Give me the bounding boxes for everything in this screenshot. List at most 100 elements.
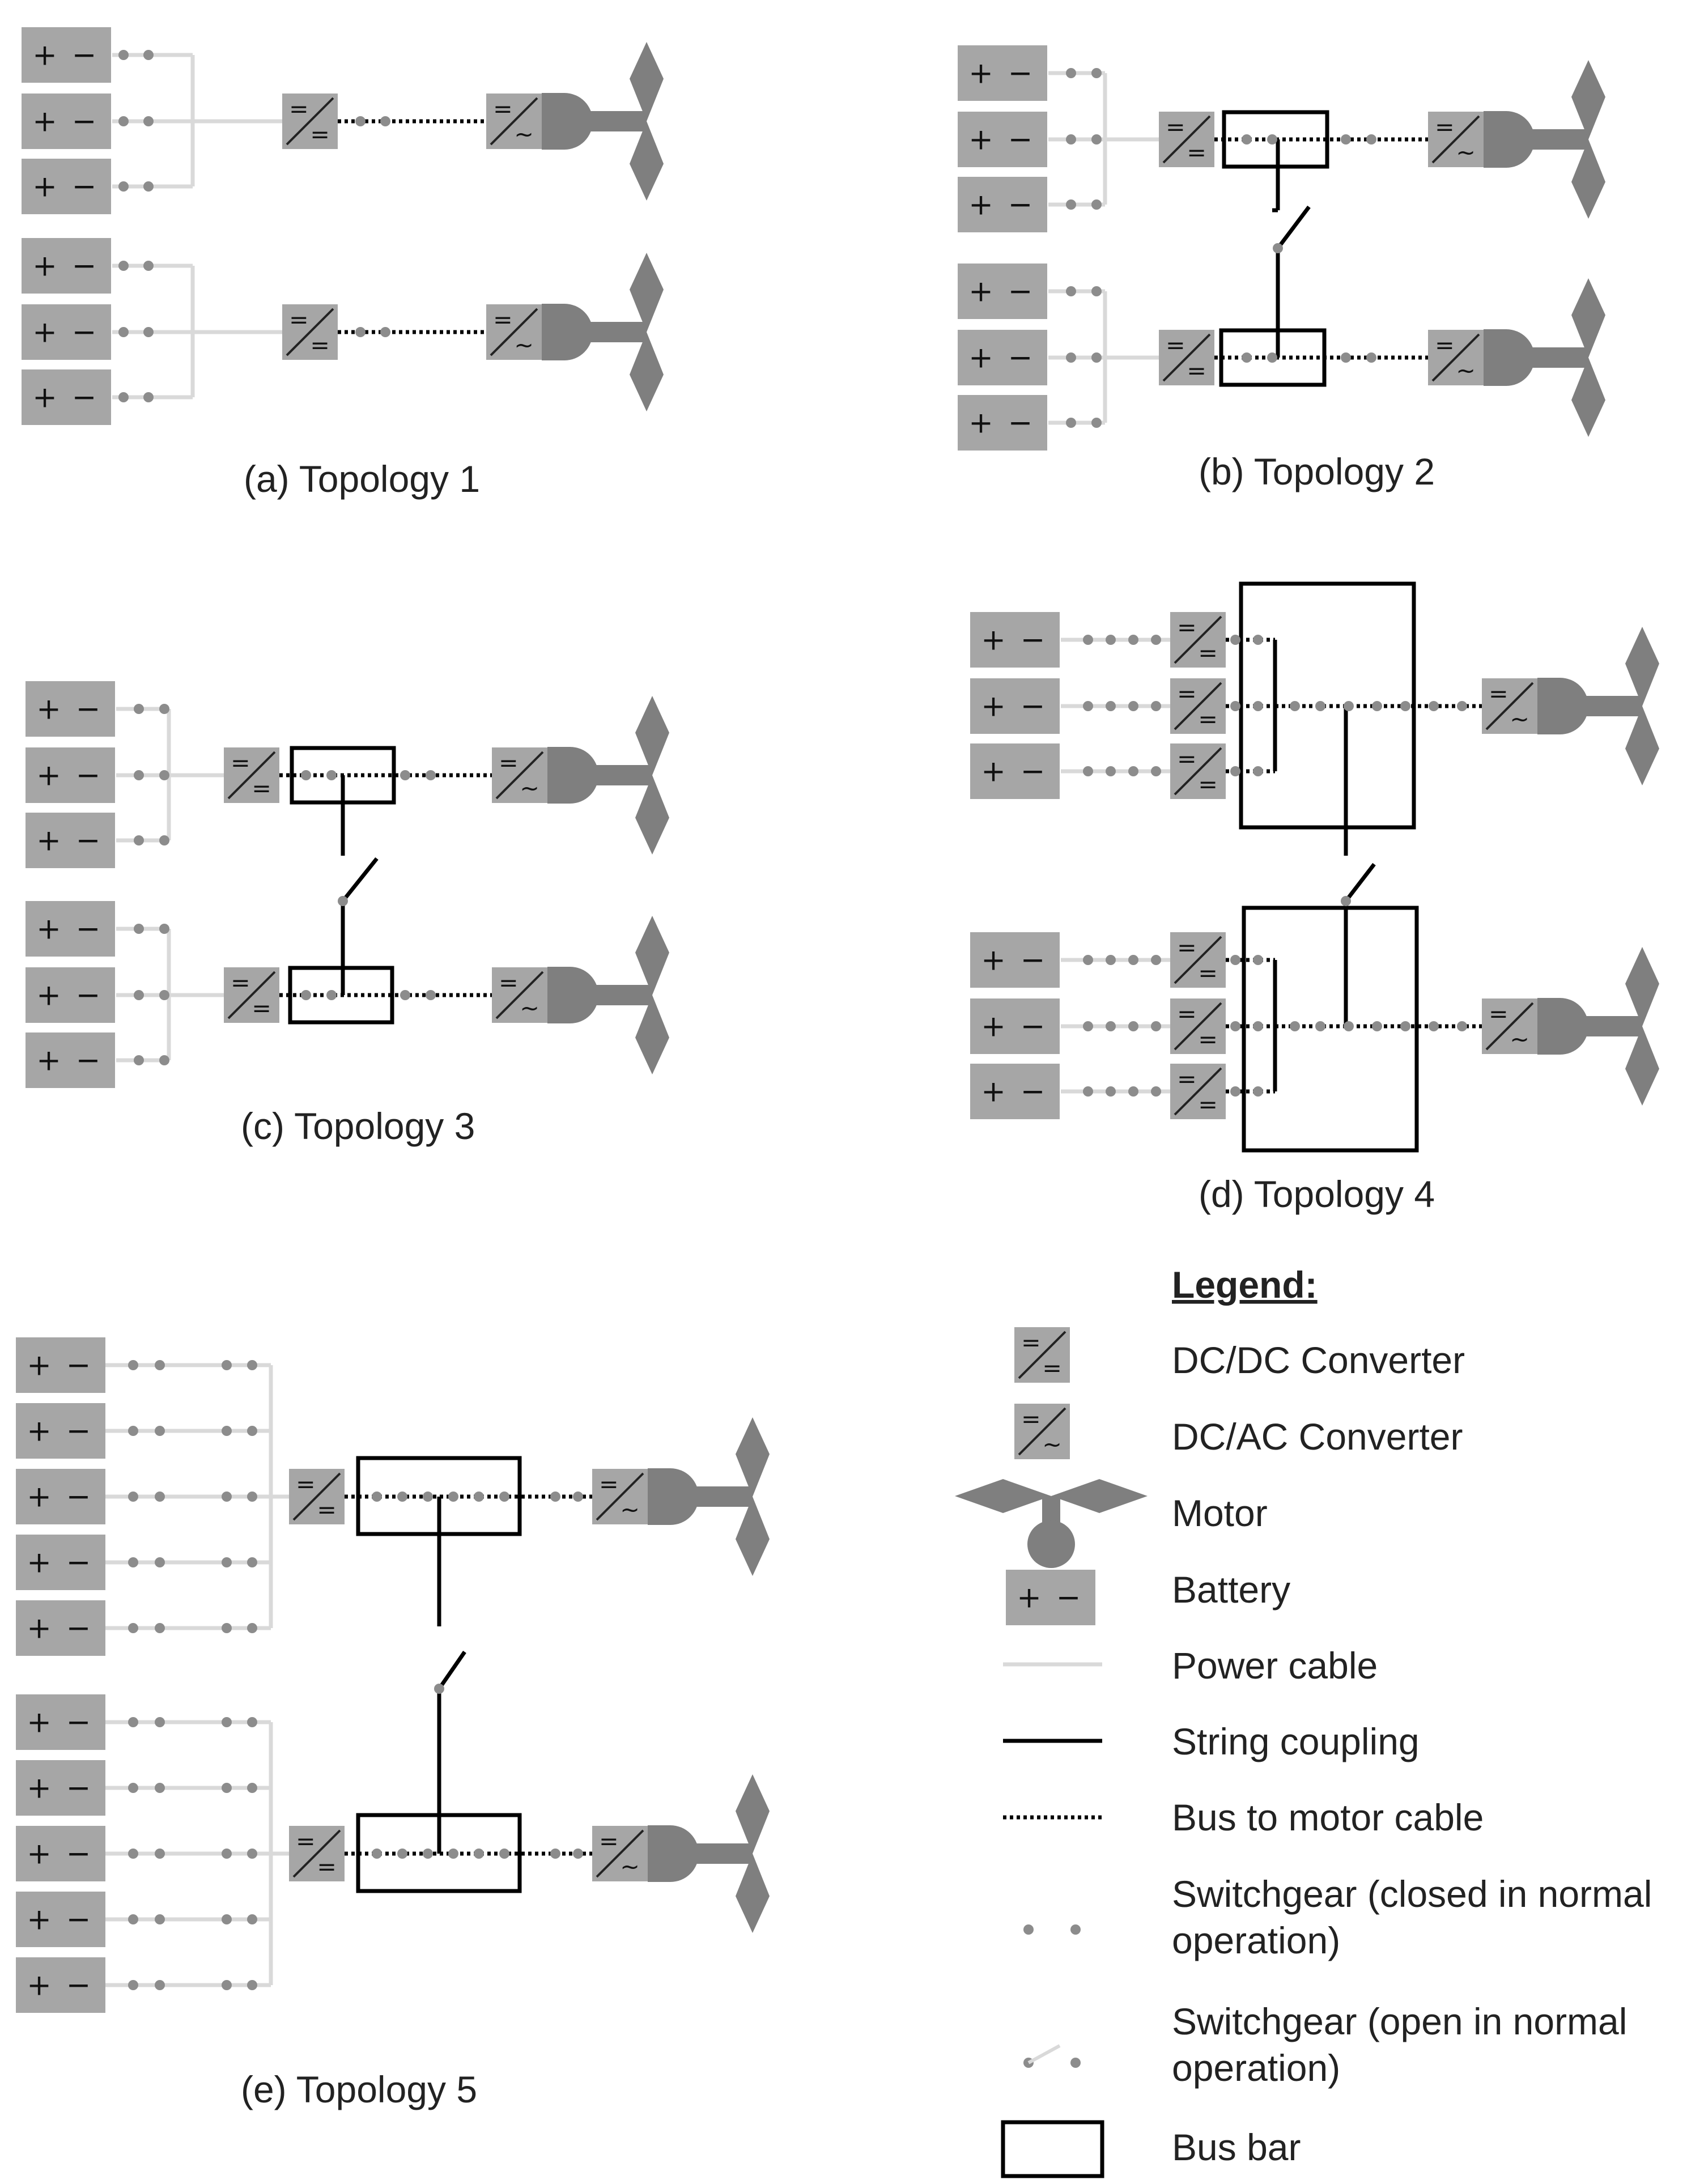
propeller-blade bbox=[1571, 358, 1605, 437]
battery-body bbox=[970, 1064, 1060, 1119]
switchgear-contact bbox=[1253, 955, 1263, 965]
switchgear-contact bbox=[155, 1557, 165, 1567]
battery-body bbox=[26, 747, 115, 803]
battery-minus-sign: − bbox=[1021, 623, 1046, 657]
component-layer: +−+−+−===~+−+−+−===~+−+−+−===~+−+−+−===~… bbox=[16, 27, 1659, 2178]
legend-label-power-cable: Power cable bbox=[1172, 1645, 1378, 1686]
battery-plus-sign: + bbox=[32, 105, 57, 139]
dc-symbol: = bbox=[252, 995, 271, 1022]
switchgear-contact bbox=[159, 704, 169, 714]
converter-diagonal bbox=[286, 97, 334, 146]
battery-plus-sign: + bbox=[27, 1903, 52, 1937]
converter-diagonal bbox=[495, 971, 544, 1019]
converter-diagonal bbox=[227, 971, 276, 1019]
battery-plus-sign: + bbox=[968, 275, 993, 309]
switchgear-contact bbox=[128, 1717, 138, 1727]
switchgear-contact bbox=[1366, 352, 1376, 363]
battery-minus-sign: − bbox=[76, 912, 101, 946]
switchgear-contact bbox=[448, 1849, 458, 1859]
propeller-blade bbox=[736, 1774, 770, 1854]
switchgear-contact bbox=[1400, 701, 1410, 711]
dc-symbol: = bbox=[296, 1828, 316, 1855]
propeller-blade bbox=[736, 1854, 770, 1933]
switchgear-contact bbox=[118, 392, 129, 402]
propeller-blade bbox=[635, 696, 669, 775]
battery-plus-sign: + bbox=[981, 1010, 1006, 1044]
battery-body bbox=[22, 238, 111, 294]
battery-plus-sign: + bbox=[32, 381, 57, 415]
switchgear-contact bbox=[1106, 955, 1116, 965]
battery-minus-sign: − bbox=[66, 1837, 91, 1871]
battery-body bbox=[970, 932, 1060, 988]
switchgear-contact bbox=[247, 1557, 257, 1567]
battery: +− bbox=[16, 1694, 105, 1750]
switchgear-contact bbox=[426, 770, 436, 780]
switchgear-contact bbox=[155, 1623, 165, 1633]
motor-propeller-left bbox=[955, 1479, 1051, 1513]
switchgear-contact bbox=[143, 261, 154, 271]
motor bbox=[542, 253, 664, 411]
legend-bus-bar-icon bbox=[1001, 2120, 1104, 2178]
switchgear-contact bbox=[1128, 766, 1138, 776]
open-switch-blade bbox=[1276, 205, 1311, 250]
legend-label-bus-bar: Bus bar bbox=[1172, 2126, 1301, 2168]
switchgear-contact bbox=[128, 1360, 138, 1370]
switchgear-contact bbox=[1066, 286, 1076, 296]
battery-plus-sign: + bbox=[981, 944, 1006, 978]
switchgear-contact bbox=[499, 1849, 509, 1859]
ac-symbol: ~ bbox=[1510, 706, 1529, 733]
dc-ac-converter: =~ bbox=[1482, 678, 1537, 734]
battery-minus-sign: − bbox=[66, 1480, 91, 1514]
switchgear-contact bbox=[1290, 1021, 1300, 1031]
battery-minus-sign: − bbox=[66, 1706, 91, 1740]
motor bbox=[1537, 947, 1659, 1106]
battery-body bbox=[16, 1694, 105, 1750]
switchgear-contact bbox=[423, 1849, 433, 1859]
dc-ac-converter: =~ bbox=[492, 747, 547, 803]
legend-label-switch-open-line2: operation) bbox=[1172, 2047, 1340, 2089]
switchgear-contact bbox=[128, 1557, 138, 1567]
dc-symbol: = bbox=[252, 775, 271, 802]
motor-shaft bbox=[593, 985, 652, 1005]
motor-shaft bbox=[1583, 696, 1642, 716]
dc-dc-converter: == bbox=[1159, 330, 1214, 385]
dc-symbol: = bbox=[1435, 113, 1455, 141]
battery-body bbox=[16, 1760, 105, 1816]
switchgear-contact bbox=[1070, 1924, 1081, 1935]
switchgear-contact bbox=[1066, 68, 1076, 78]
switchgear-contact bbox=[134, 924, 144, 934]
battery-minus-sign: − bbox=[72, 39, 97, 73]
switchgear-contact bbox=[355, 116, 366, 126]
motor bbox=[547, 916, 669, 1074]
switchgear-contact bbox=[1106, 701, 1116, 711]
switchgear-contact bbox=[143, 181, 154, 192]
battery: +− bbox=[22, 27, 111, 83]
switchgear-contact bbox=[1253, 701, 1263, 711]
switchgear-contact bbox=[397, 1492, 407, 1502]
battery-minus-sign: − bbox=[1008, 188, 1033, 222]
dc-symbol: = bbox=[493, 306, 513, 333]
battery: +− bbox=[970, 998, 1060, 1054]
battery: +− bbox=[26, 901, 115, 957]
switchgear-contact bbox=[380, 327, 390, 337]
switchgear-contact bbox=[118, 50, 129, 60]
battery-minus-sign: − bbox=[76, 824, 101, 858]
battery-body bbox=[958, 330, 1047, 385]
switchgear-contact bbox=[1253, 635, 1263, 645]
battery-minus-sign: − bbox=[66, 1969, 91, 2003]
switchgear-contact bbox=[550, 1849, 560, 1859]
switchgear-contact bbox=[1151, 1021, 1161, 1031]
battery-body bbox=[958, 112, 1047, 167]
motor bbox=[547, 696, 669, 855]
dc-symbol: = bbox=[493, 95, 513, 122]
ac-symbol: ~ bbox=[620, 1496, 640, 1523]
dc-dc-converter: == bbox=[1170, 1064, 1226, 1119]
legend-motor-icon bbox=[955, 1479, 1148, 1568]
motor-body bbox=[648, 1468, 699, 1525]
open-switch-blade bbox=[341, 857, 379, 903]
battery-body bbox=[22, 304, 111, 360]
dc-dc-converter: == bbox=[1170, 612, 1226, 668]
switchgear-contact bbox=[434, 1684, 444, 1694]
switchgear-contact bbox=[423, 1492, 433, 1502]
battery: +− bbox=[16, 1600, 105, 1656]
